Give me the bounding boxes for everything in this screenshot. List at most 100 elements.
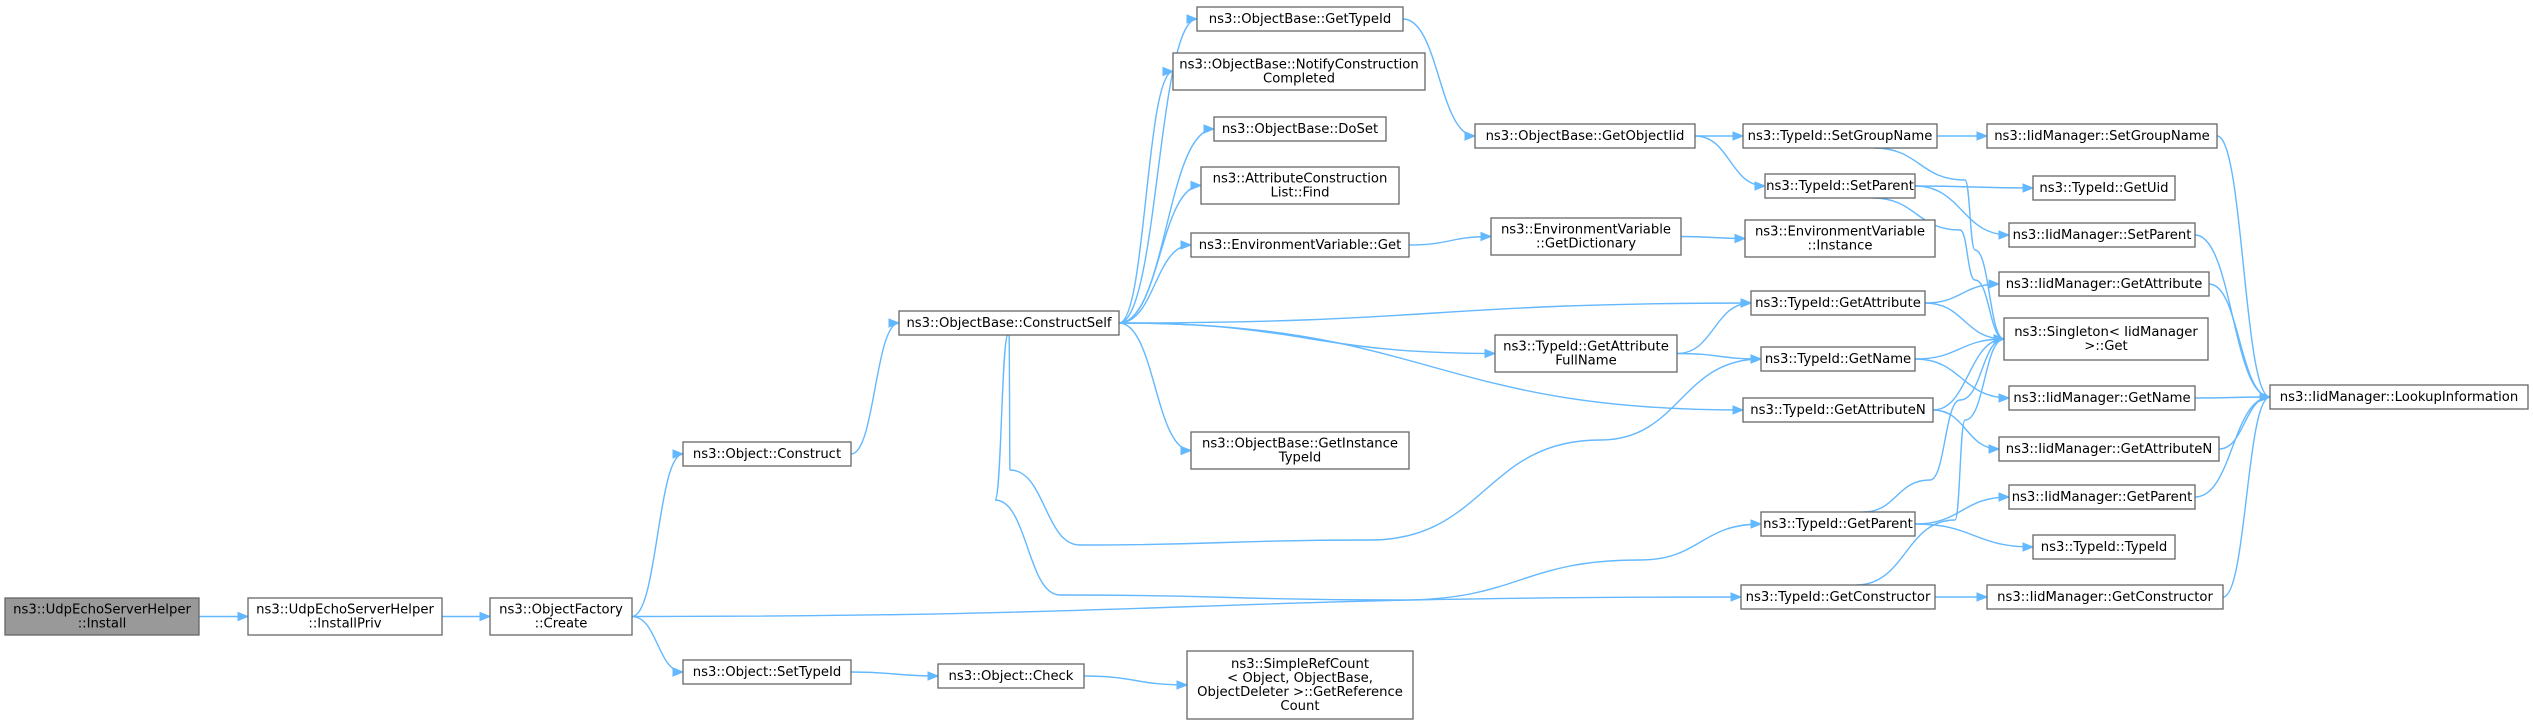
node-tid-getattribute[interactable]: ns3::TypeId::GetAttribute bbox=[1750, 290, 1926, 316]
node-box bbox=[2269, 384, 2529, 410]
node-iid-getconstructor[interactable]: ns3::IidManager::GetConstructor bbox=[1986, 584, 2224, 610]
node-label-line: ns3::TypeId::GetName bbox=[1765, 352, 1911, 367]
node-label-line: Completed bbox=[1263, 72, 1335, 87]
call-edge-factory_create-to-object_settypeid bbox=[631, 615, 685, 677]
node-box bbox=[1740, 584, 1936, 610]
node-tid-getconstructor[interactable]: ns3::TypeId::GetConstructor bbox=[1740, 584, 1936, 610]
node-label-line: ns3::TypeId::GetAttribute bbox=[1503, 340, 1669, 355]
node-label-line: ::Install bbox=[78, 617, 127, 632]
node-ob-notify[interactable]: ns3::ObjectBase::NotifyConstructionCompl… bbox=[1172, 52, 1426, 91]
node-install-priv[interactable]: ns3::UdpEchoServerHelper::InstallPriv bbox=[247, 597, 443, 636]
node-box bbox=[489, 597, 633, 636]
node-tid-getuid[interactable]: ns3::TypeId::GetUid bbox=[2032, 175, 2176, 201]
node-env-getdict[interactable]: ns3::EnvironmentVariable::GetDictionary bbox=[1490, 217, 1682, 256]
node-iid-lookup[interactable]: ns3::IidManager::LookupInformation bbox=[2269, 384, 2529, 410]
node-constructself[interactable]: ns3::ObjectBase::ConstructSelf bbox=[898, 310, 1120, 336]
node-label-line: ns3::Object::Check bbox=[949, 669, 1074, 684]
node-udp-install: ns3::UdpEchoServerHelper::Install bbox=[4, 597, 200, 636]
call-edge-constructself-to-tid_getattrfull bbox=[1118, 322, 1497, 359]
node-label-line: ::GetDictionary bbox=[1536, 237, 1636, 252]
call-edge-iid_getconstructor-to-iid_lookup bbox=[2222, 392, 2272, 598]
node-label-line: ::Create bbox=[535, 617, 588, 632]
call-edge-iid_getattributen-to-iid_lookup bbox=[2218, 392, 2272, 450]
call-edge-tid_getattributen-to-singleton_get bbox=[1932, 334, 2006, 411]
node-label-line: >::Get bbox=[2084, 339, 2127, 354]
node-box bbox=[937, 663, 1085, 689]
node-simpleref[interactable]: ns3::SimpleRefCount< Object, ObjectBase,… bbox=[1186, 650, 1414, 720]
node-label-line: ns3::TypeId::GetAttribute bbox=[1755, 296, 1921, 311]
node-box bbox=[1742, 397, 1934, 423]
node-label-line: ns3::ObjectBase::GetInstance bbox=[1202, 437, 1398, 452]
node-env-instance[interactable]: ns3::EnvironmentVariable::Instance bbox=[1744, 219, 1936, 258]
node-label-line: ns3::ObjectBase::DoSet bbox=[1222, 122, 1378, 137]
node-label-line: TypeId bbox=[1278, 451, 1322, 466]
node-tid-setgroupname[interactable]: ns3::TypeId::SetGroupName bbox=[1742, 123, 1938, 149]
node-object-settypeid[interactable]: ns3::Object::SetTypeId bbox=[682, 659, 852, 685]
node-label-line: ns3::TypeId::GetConstructor bbox=[1746, 590, 1931, 605]
node-object-check[interactable]: ns3::Object::Check bbox=[937, 663, 1085, 689]
call-edge-udp_install-to-install_priv bbox=[198, 611, 250, 622]
node-env-get[interactable]: ns3::EnvironmentVariable::Get bbox=[1190, 232, 1410, 258]
call-edge-object_settypeid-to-object_check bbox=[850, 671, 940, 681]
call-edge-tid_getparent-to-tid_typeid bbox=[1914, 523, 2035, 552]
node-iid-getattribute[interactable]: ns3::IidManager::GetAttribute bbox=[1998, 271, 2210, 297]
node-tid-getattributen[interactable]: ns3::TypeId::GetAttributeN bbox=[1742, 397, 1934, 423]
node-iid-getparent[interactable]: ns3::IidManager::GetParent bbox=[2008, 484, 2196, 510]
node-ob-getobjectiid[interactable]: ns3::ObjectBase::GetObjectIid bbox=[1474, 123, 1696, 149]
call-edge-ob_getobjectiid-to-tid_setparent bbox=[1694, 135, 1767, 191]
node-tid-getname[interactable]: ns3::TypeId::GetName bbox=[1760, 346, 1916, 372]
node-label-line: ns3::ObjectFactory bbox=[499, 603, 623, 618]
node-label-line: ::InstallPriv bbox=[308, 617, 381, 632]
node-iid-getattributen[interactable]: ns3::IidManager::GetAttributeN bbox=[1998, 436, 2220, 462]
node-iid-setparent[interactable]: ns3::IidManager::SetParent bbox=[2008, 222, 2196, 248]
call-edge-constructself-to-tid_getattribute bbox=[1118, 298, 1753, 324]
node-ob-gettypeid[interactable]: ns3::ObjectBase::GetTypeId bbox=[1196, 6, 1404, 32]
node-label-line: ns3::TypeId::GetParent bbox=[1763, 517, 1913, 532]
call-edge-constructself-to-env_get bbox=[1118, 240, 1193, 324]
node-box bbox=[1750, 290, 1926, 316]
node-box bbox=[1998, 436, 2220, 462]
node-label-line: ns3::IidManager::LookupInformation bbox=[2280, 390, 2518, 405]
node-tid-typeid[interactable]: ns3::TypeId::TypeId bbox=[2032, 534, 2176, 560]
node-ob-doset[interactable]: ns3::ObjectBase::DoSet bbox=[1213, 116, 1387, 142]
node-singleton-get[interactable]: ns3::Singleton< IidManager>::Get bbox=[2003, 317, 2209, 361]
node-factory-create[interactable]: ns3::ObjectFactory::Create bbox=[489, 597, 633, 636]
node-iid-setgroupname[interactable]: ns3::IidManager::SetGroupName bbox=[1986, 123, 2218, 149]
node-box bbox=[1490, 217, 1682, 256]
node-label-line: ns3::ObjectBase::GetTypeId bbox=[1209, 12, 1392, 27]
node-box bbox=[1986, 123, 2218, 149]
call-edge-tid_getparent-to-iid_getparent bbox=[1914, 492, 2011, 525]
node-tid-setparent[interactable]: ns3::TypeId::SetParent bbox=[1764, 173, 1916, 199]
call-edge-factory_create-to-object_construct bbox=[631, 449, 685, 618]
call-edges bbox=[198, 14, 2272, 690]
node-box bbox=[1213, 116, 1387, 142]
node-label-line: ns3::IidManager::SetGroupName bbox=[1994, 129, 2210, 144]
call-edge-tid_getconstructor-to-iid_getconstructor bbox=[1934, 592, 1989, 602]
node-label-line: ns3::AttributeConstruction bbox=[1213, 172, 1388, 187]
node-label-line: ns3::Object::Construct bbox=[693, 447, 841, 462]
node-label-line: ns3::Singleton< IidManager bbox=[2014, 325, 2198, 340]
call-edge-constructself-to-ob_getinstance bbox=[1118, 322, 1193, 456]
function-nodes: ns3::UdpEchoServerHelper::Install ns3::Ud… bbox=[4, 6, 2529, 720]
node-label-line: List::Find bbox=[1271, 186, 1330, 201]
node-object-construct[interactable]: ns3::Object::Construct bbox=[682, 441, 852, 467]
node-box bbox=[1760, 511, 1916, 537]
node-box bbox=[1200, 166, 1400, 205]
node-label-line: ns3::ObjectBase::GetObjectIid bbox=[1486, 129, 1685, 144]
call-edge-ob_gettypeid-to-ob_getobjectiid bbox=[1402, 18, 1477, 141]
node-box bbox=[1190, 232, 1410, 258]
node-iid-getname[interactable]: ns3::IidManager::GetName bbox=[2008, 385, 2196, 411]
node-label-line: ns3::TypeId::GetAttributeN bbox=[1750, 403, 1926, 418]
node-box bbox=[2008, 484, 2196, 510]
node-box bbox=[1986, 584, 2224, 610]
node-label-line: ns3::Object::SetTypeId bbox=[693, 665, 842, 680]
call-edge-constructself-to-ob_notify bbox=[1118, 66, 1175, 324]
node-tid-getparent[interactable]: ns3::TypeId::GetParent bbox=[1760, 511, 1916, 537]
node-label-line: ns3::EnvironmentVariable::Get bbox=[1199, 238, 1402, 253]
node-label-line: Count bbox=[1280, 699, 1319, 714]
node-label-line: ns3::TypeId::SetParent bbox=[1766, 179, 1914, 194]
